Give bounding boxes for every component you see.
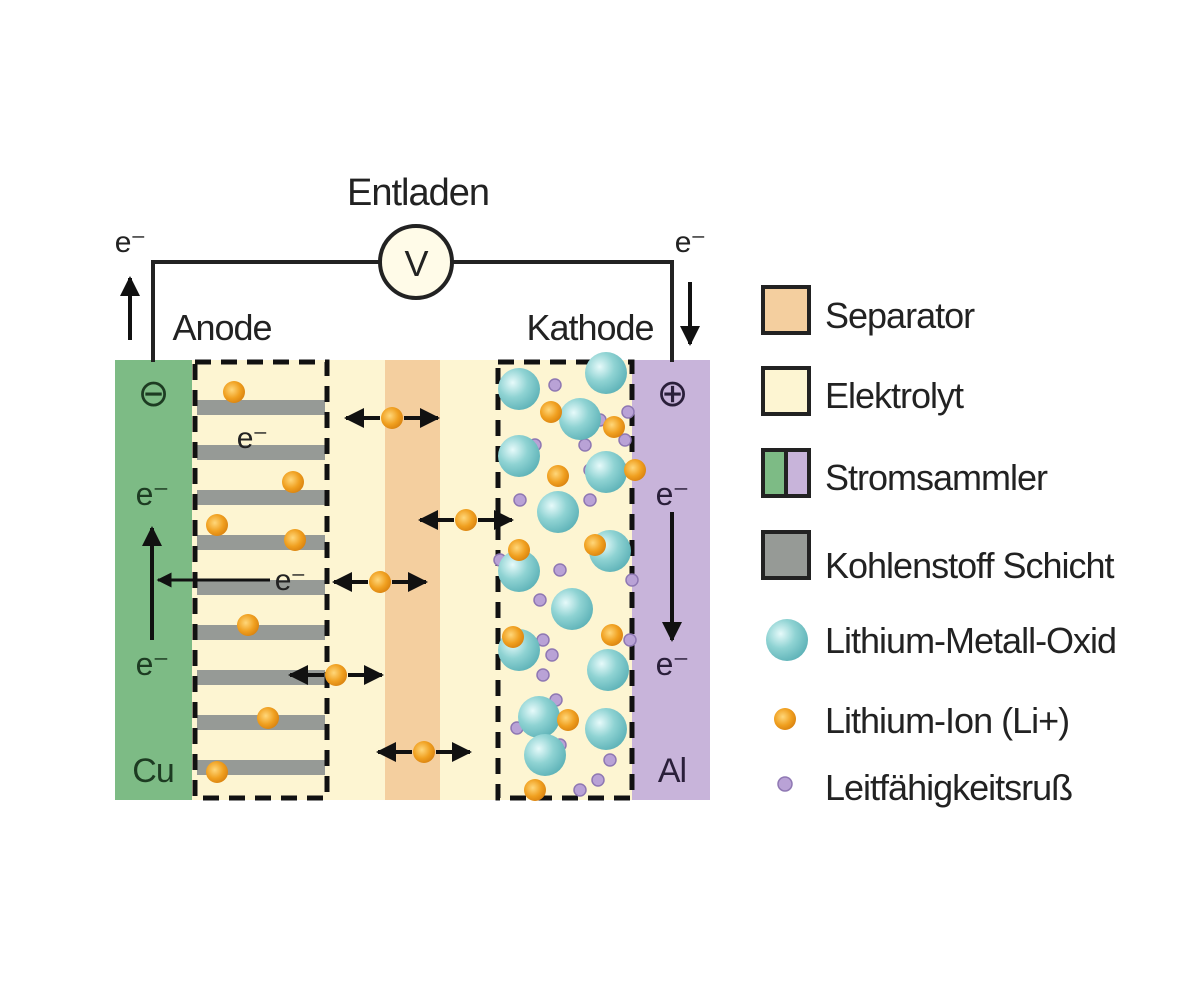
lithium-ion: [603, 416, 625, 438]
lithium-metal-oxide-particle: [518, 696, 560, 738]
lithium-ion: [282, 471, 304, 493]
lithium-ion: [508, 539, 530, 561]
conductive-carbon-particle: [591, 773, 605, 787]
conductive-carbon-particle: [618, 433, 632, 447]
legend-label-lithium-ion: Lithium-Ion (Li+): [825, 700, 1069, 741]
migrating-lithium-ion: [369, 571, 391, 593]
legend-label-current-collector: Stromsammler: [825, 457, 1048, 498]
carbon-layer-bar: [197, 580, 325, 595]
legend-label-separator: Separator: [825, 295, 975, 336]
lithium-ion: [237, 614, 259, 636]
electrolyte-swatch: [761, 366, 811, 416]
carbon-layer-bar: [197, 670, 325, 685]
carbon-layer-bar: [197, 535, 325, 550]
electron-label-cu-lower: e⁻: [136, 646, 169, 682]
legend-label-electrolyte: Elektrolyt: [825, 375, 964, 416]
lithium-ion: [284, 529, 306, 551]
lithium-ion: [502, 626, 524, 648]
external-circuit: [151, 260, 674, 362]
carbon-layer-bar: [197, 490, 325, 505]
migrating-lithium-ion: [455, 509, 477, 531]
electron-label-al-lower: e⁻: [656, 646, 689, 682]
lithium-ion: [524, 779, 546, 801]
lithium-metal-oxide-particle: [585, 451, 627, 493]
negative-terminal-icon: ⊖: [138, 373, 169, 415]
lithium-metal-oxide-particle: [498, 368, 540, 410]
lithium-metal-oxide-particle: [587, 649, 629, 691]
lithium-ion: [257, 707, 279, 729]
cathode-label: Kathode: [526, 307, 653, 348]
conductive-carbon-particle: [603, 753, 617, 767]
migrating-lithium-ion: [413, 741, 435, 763]
conductive-carbon-particle: [625, 573, 639, 587]
conductive-carbon-particle: [513, 493, 527, 507]
conductive-carbon-dot: [777, 776, 793, 792]
lithium-metal-oxide-particle: [585, 708, 627, 750]
lithium-metal-oxide-particle: [498, 435, 540, 477]
migrating-lithium-ion: [381, 407, 403, 429]
lithium-ion: [223, 381, 245, 403]
lithium-metal-oxide-particle: [559, 398, 601, 440]
conductive-carbon-particle: [621, 405, 635, 419]
conductive-carbon-particle: [583, 493, 597, 507]
legend-label-conductive-carbon: Leitfähigkeitsruß: [825, 767, 1072, 808]
conductive-carbon-particle: [553, 563, 567, 577]
electron-label-anode-upper: e⁻: [237, 422, 268, 455]
conductive-carbon-particle: [623, 633, 637, 647]
lithium-ion: [206, 514, 228, 536]
carbon-layers: [197, 400, 325, 775]
carbon-layer-bar: [197, 400, 325, 415]
lithium-ion: [601, 624, 623, 646]
electron-label-cu-upper: e⁻: [136, 476, 169, 512]
lithium-metal-oxide-particle: [551, 588, 593, 630]
moving-ions: [288, 407, 514, 763]
electron-label-top-left: e⁻: [115, 226, 146, 259]
lithium-metal-oxide-particle: [524, 734, 566, 776]
lithium-ion: [584, 534, 606, 556]
lithium-metal-oxide-particle: [585, 352, 627, 394]
lithium-ion: [206, 761, 228, 783]
conductive-carbon-particle: [536, 668, 550, 682]
migrating-lithium-ion: [325, 664, 347, 686]
legend: Separator Elektrolyt Stromsammler Kohlen…: [761, 285, 1117, 808]
particles: [206, 352, 646, 801]
lithium-metal-oxide-particle: [537, 491, 579, 533]
electron-label-al-upper: e⁻: [656, 476, 689, 512]
positive-terminal-icon: ⊕: [657, 373, 688, 415]
conductive-carbon-particle: [573, 783, 587, 797]
anode-label: Anode: [172, 307, 271, 348]
lithium-ion: [540, 401, 562, 423]
lithium-ion: [624, 459, 646, 481]
separator-swatch: [761, 285, 811, 335]
diagram-title: Entladen: [347, 172, 489, 214]
carbon-layer-swatch: [761, 530, 811, 580]
lithium-ion: [547, 465, 569, 487]
electron-label-anode-middle: e⁻: [275, 564, 306, 597]
aluminium-label: Al: [658, 752, 686, 790]
conductive-carbon-particle: [533, 593, 547, 607]
lithium-ion: [557, 709, 579, 731]
conductive-carbon-particle: [578, 438, 592, 452]
voltmeter: [378, 224, 454, 300]
conductive-carbon-particle: [545, 648, 559, 662]
copper-label: Cu: [132, 752, 173, 790]
carbon-layer-bar: [197, 445, 325, 460]
circuit-wire: [151, 260, 674, 362]
conductive-carbon-particle: [548, 378, 562, 392]
lithium-ion-dot: [774, 708, 796, 730]
carbon-layer-bar: [197, 760, 325, 775]
legend-label-carbon-layer: Kohlenstoff Schicht: [825, 545, 1115, 586]
lithium-metal-oxide-particle: [498, 550, 540, 592]
legend-label-lithium-metal-oxide: Lithium-Metall-Oxid: [825, 620, 1116, 661]
lithium-metal-oxide-sphere: [766, 619, 808, 661]
carbon-layer-bar: [197, 625, 325, 640]
current-collector-swatch: [761, 448, 811, 498]
electron-label-top-right: e⁻: [675, 226, 706, 259]
voltmeter-symbol: V: [404, 243, 428, 284]
